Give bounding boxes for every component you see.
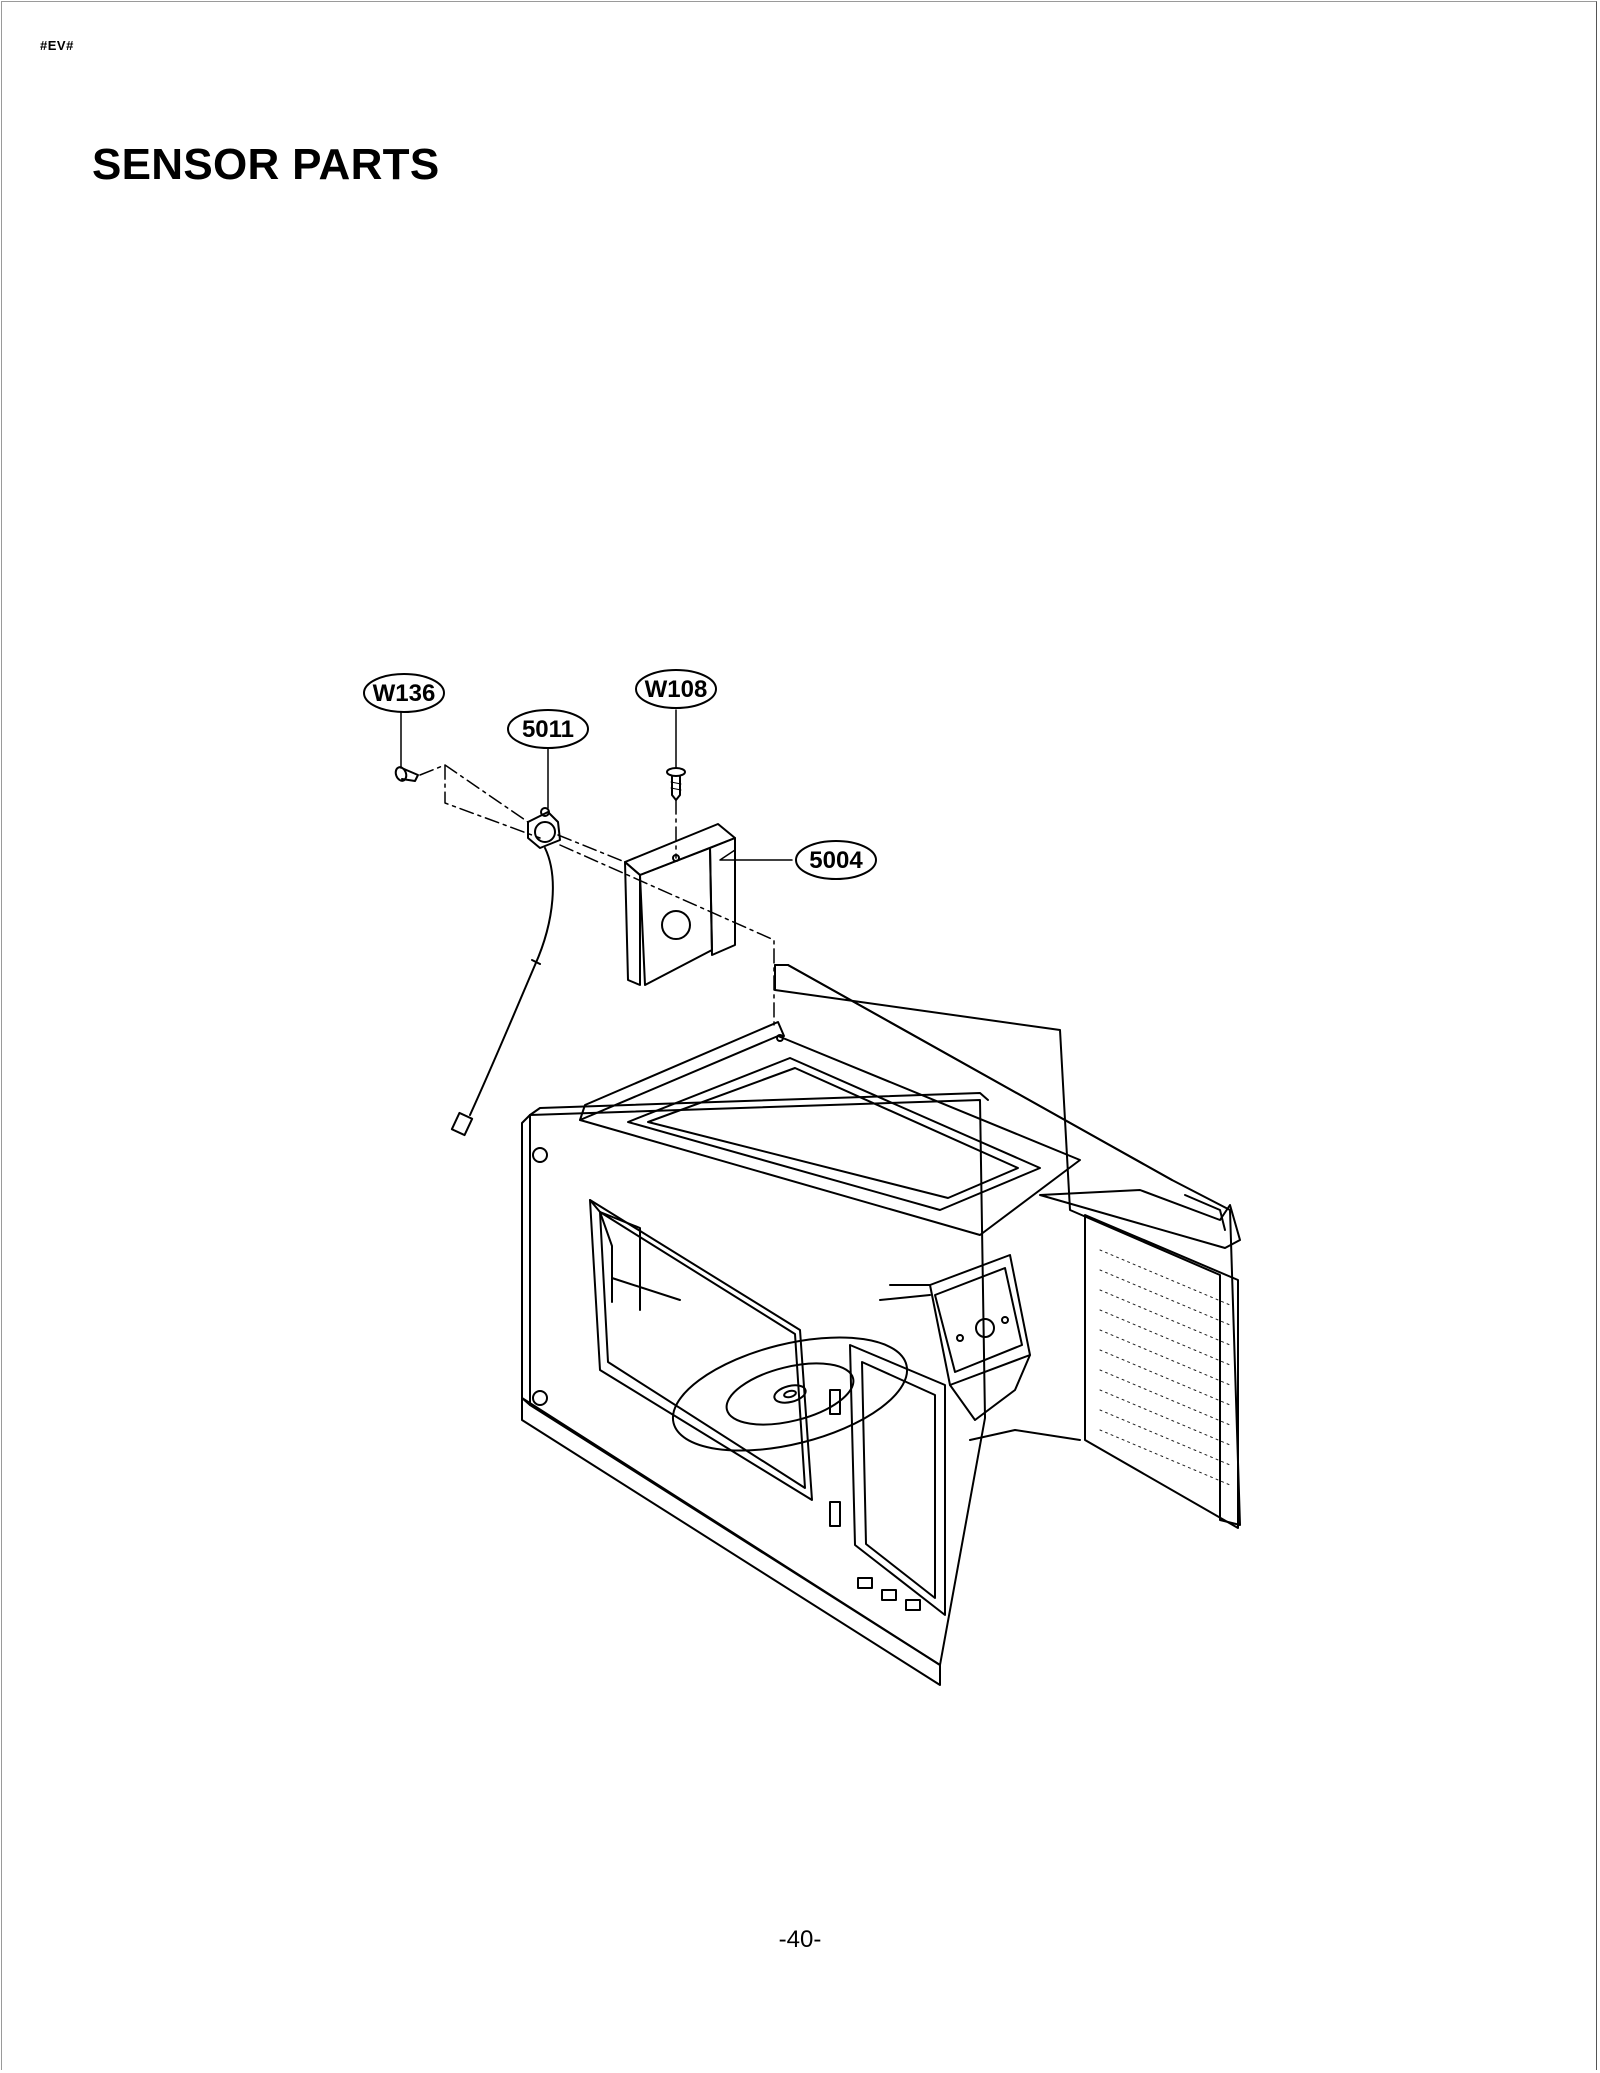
top-plate <box>579 1035 1081 1236</box>
document-code: #EV# <box>40 38 74 53</box>
control-frame <box>849 1344 946 1616</box>
cavity-assembly <box>521 964 1241 1686</box>
turntable <box>671 1336 909 1452</box>
vent-panel <box>1084 1214 1239 1529</box>
humidity-sensor-5011 <box>450 807 561 1137</box>
screw-w136 <box>394 766 419 782</box>
callout-5004: 5004 <box>795 840 877 880</box>
svg-text:W136: W136 <box>373 680 436 707</box>
page-number: -40- <box>778 1926 822 1953</box>
back-panel <box>774 964 1241 1526</box>
sensor-bracket-5004 <box>624 823 736 986</box>
magnetron <box>929 1254 1031 1421</box>
svg-text:5011: 5011 <box>522 716 574 743</box>
front-opening <box>589 1199 813 1501</box>
front-frame <box>529 1099 986 1666</box>
svg-text:W108: W108 <box>645 676 708 703</box>
page-title: SENSOR PARTS <box>92 140 440 189</box>
leader-lines <box>400 709 793 861</box>
callout-w136: W136 <box>363 673 445 713</box>
callout-w108: W108 <box>635 669 717 709</box>
callout-5011: 5011 <box>507 709 589 749</box>
svg-text:5004: 5004 <box>809 847 863 874</box>
screw-w108 <box>666 767 686 801</box>
assembly-guide-lines <box>419 764 775 1026</box>
